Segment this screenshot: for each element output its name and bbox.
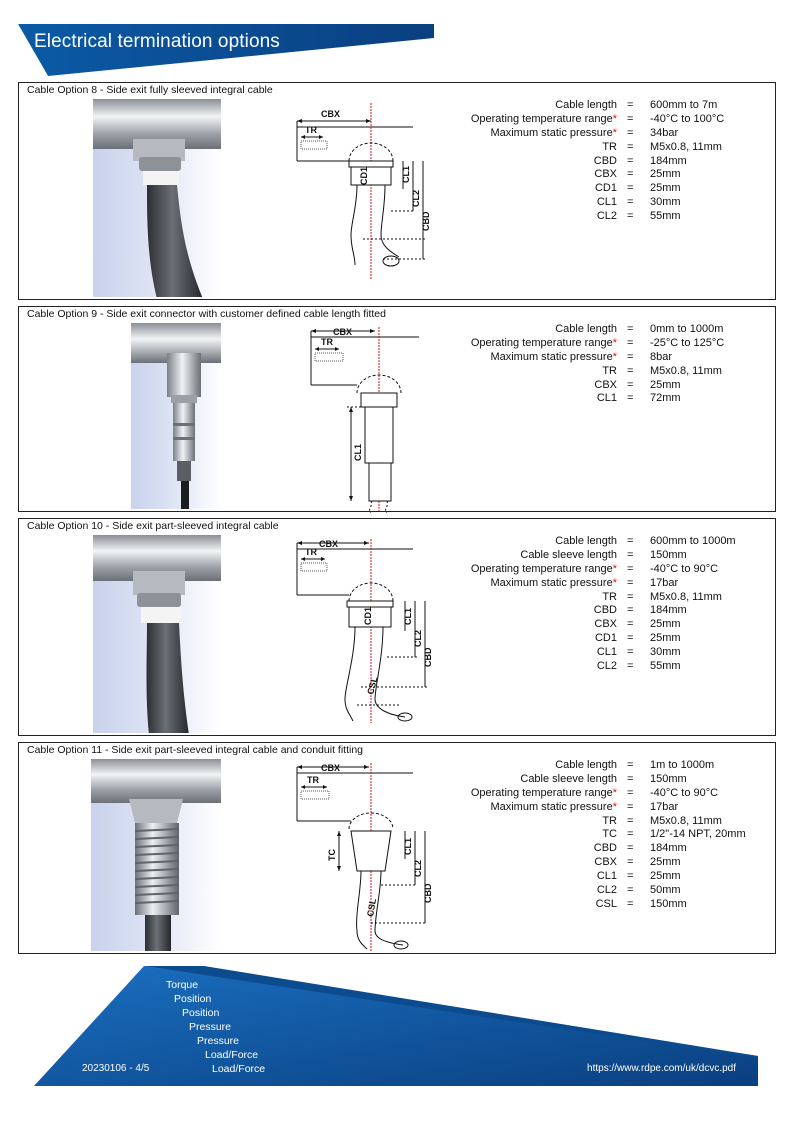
- panel-title: Cable Option 9 - Side exit connector wit…: [27, 308, 386, 320]
- spec-row: CD1=25mm: [594, 182, 681, 195]
- label-cbx: CBX: [321, 763, 340, 773]
- spec-row: CL2=50mm: [596, 884, 681, 897]
- spec-row: CBD=184mm: [593, 154, 687, 167]
- spec-row: TC=1/2"-14 NPT, 20mm: [602, 828, 746, 841]
- spec-row: CL2=55mm: [596, 660, 681, 673]
- spec-row: Cable length=0mm to 1000m: [555, 323, 724, 335]
- product-photo: [93, 535, 221, 733]
- spec-row: CD1=25mm: [594, 632, 681, 645]
- spec-row: CL1=30mm: [596, 646, 681, 659]
- label-cbd: CBD: [423, 647, 433, 667]
- spec-row: Cable sleeve length=150mm: [520, 548, 687, 561]
- panel-option-9: Cable Option 9 - Side exit connector wit…: [18, 306, 776, 514]
- product-photo: [93, 99, 221, 297]
- spec-row: Operating temperature range*=-40°C to 90…: [470, 562, 719, 575]
- spec-list: Cable length=600mm to 1000m Cable sleeve…: [414, 535, 774, 674]
- spec-row: CSL=150mm: [595, 897, 687, 910]
- label-tr: TR: [305, 547, 317, 557]
- spec-row: CL1=30mm: [596, 196, 681, 209]
- spec-row: CBX=25mm: [594, 378, 681, 391]
- panel-option-8: Cable Option 8 - Side exit fully sleeved…: [18, 82, 776, 300]
- spec-row: Maximum static pressure*=8bar: [490, 350, 673, 363]
- spec-row: Maximum static pressure*=17bar: [490, 576, 679, 589]
- label-tc: TC: [327, 849, 337, 861]
- label-cbd: CBD: [423, 883, 433, 903]
- label-cd1: CD1: [363, 607, 373, 625]
- footer-item: Position: [174, 993, 212, 1005]
- panel-option-11: Cable Option 11 - Side exit part-sleeved…: [18, 742, 776, 954]
- panel-title: Cable Option 8 - Side exit fully sleeved…: [27, 84, 273, 96]
- spec-row: Operating temperature range*=-40°C to 90…: [470, 786, 719, 799]
- spec-row: Cable sleeve length=150mm: [520, 772, 687, 785]
- label-cl2: CL2: [411, 190, 421, 207]
- label-cbx: CBX: [333, 327, 352, 337]
- spec-list: Cable length=1m to 1000m Cable sleeve le…: [414, 759, 774, 912]
- spec-row: CL2=55mm: [596, 210, 681, 223]
- label-tr: TR: [305, 125, 317, 135]
- label-tr: TR: [321, 337, 333, 347]
- page-title: Electrical termination options: [34, 31, 280, 52]
- header-banner-shape: [18, 24, 434, 76]
- product-photo: [131, 323, 221, 509]
- spec-row: Cable length=600mm to 7m: [555, 99, 718, 111]
- label-csl: CSL: [365, 897, 378, 917]
- spec-row: CBX=25mm: [594, 856, 681, 869]
- label-cbx: CBX: [321, 109, 340, 119]
- footer-banner: Torque Position Position Pressure Pressu…: [34, 966, 758, 1090]
- product-photo: [91, 759, 221, 951]
- spec-row: TR=M5x0.8, 11mm: [602, 590, 722, 603]
- label-cd1: CD1: [359, 167, 369, 185]
- label-cl1: CL1: [401, 166, 411, 183]
- label-cl2: CL2: [413, 860, 423, 877]
- footer-banner-shape: [34, 966, 758, 1086]
- spec-row: CBD=184mm: [593, 842, 687, 855]
- label-cl1: CL1: [403, 608, 413, 625]
- spec-row: Cable length=1m to 1000m: [555, 759, 715, 771]
- spec-row: Operating temperature range*=-25°C to 12…: [470, 336, 725, 349]
- panel-title: Cable Option 10 - Side exit part-sleeved…: [27, 520, 279, 532]
- footer-item: Load/Force: [212, 1063, 266, 1075]
- spec-row: Maximum static pressure*=34bar: [490, 126, 679, 139]
- spec-row: CL1=25mm: [596, 870, 681, 883]
- label-cbx: CBX: [319, 539, 338, 549]
- panel-option-10: Cable Option 10 - Side exit part-sleeved…: [18, 518, 776, 736]
- spec-row: Operating temperature range*=-40°C to 10…: [470, 112, 725, 125]
- label-cl1: CL1: [353, 444, 363, 461]
- document-reference: 20230106 - 4/5: [82, 1063, 150, 1074]
- panel-title: Cable Option 11 - Side exit part-sleeved…: [27, 744, 364, 756]
- spec-row: TR=M5x0.8, 11mm: [602, 364, 722, 377]
- dimension-diagram: CBX TR CD1 CSL CL1 CL2 CBD: [291, 535, 433, 725]
- label-tr: TR: [307, 775, 319, 785]
- footer-url-link[interactable]: https://www.rdpe.com/uk/dcvc.pdf: [587, 1063, 736, 1074]
- spec-row: CBD=184mm: [593, 604, 687, 617]
- footer-item: Pressure: [197, 1035, 240, 1047]
- label-cl1: CL1: [403, 838, 413, 855]
- label-csl: CSL: [365, 675, 379, 695]
- dimension-diagram: CBX TR CD1 CL1 CL2 CBD: [293, 99, 433, 284]
- spec-row: CBX=25mm: [594, 618, 681, 631]
- spec-list: Cable length=0mm to 1000m Operating temp…: [414, 323, 774, 406]
- footer-item: Load/Force: [205, 1049, 259, 1061]
- spec-row: TR=M5x0.8, 11mm: [602, 814, 722, 827]
- footer-item: Torque: [166, 979, 199, 991]
- label-cbd: CBD: [421, 211, 431, 231]
- spec-row: Maximum static pressure*=17bar: [490, 800, 679, 813]
- dimension-diagram: CBX TR TC CSL CL1 CL2 CBD: [291, 759, 433, 953]
- spec-row: Cable length=600mm to 1000m: [555, 535, 736, 547]
- header-banner: Electrical termination options: [18, 24, 438, 76]
- spec-row: CBX=25mm: [594, 168, 681, 181]
- spec-list: Cable length=600mm to 7m Operating tempe…: [414, 99, 774, 224]
- spec-row: CL1=72mm: [596, 392, 681, 405]
- spec-row: TR=M5x0.8, 11mm: [602, 140, 722, 153]
- dimension-diagram: CBX TR CL1: [299, 323, 439, 514]
- label-cl2: CL2: [413, 630, 423, 647]
- footer-item: Position: [182, 1007, 220, 1019]
- footer-item: Pressure: [189, 1021, 232, 1033]
